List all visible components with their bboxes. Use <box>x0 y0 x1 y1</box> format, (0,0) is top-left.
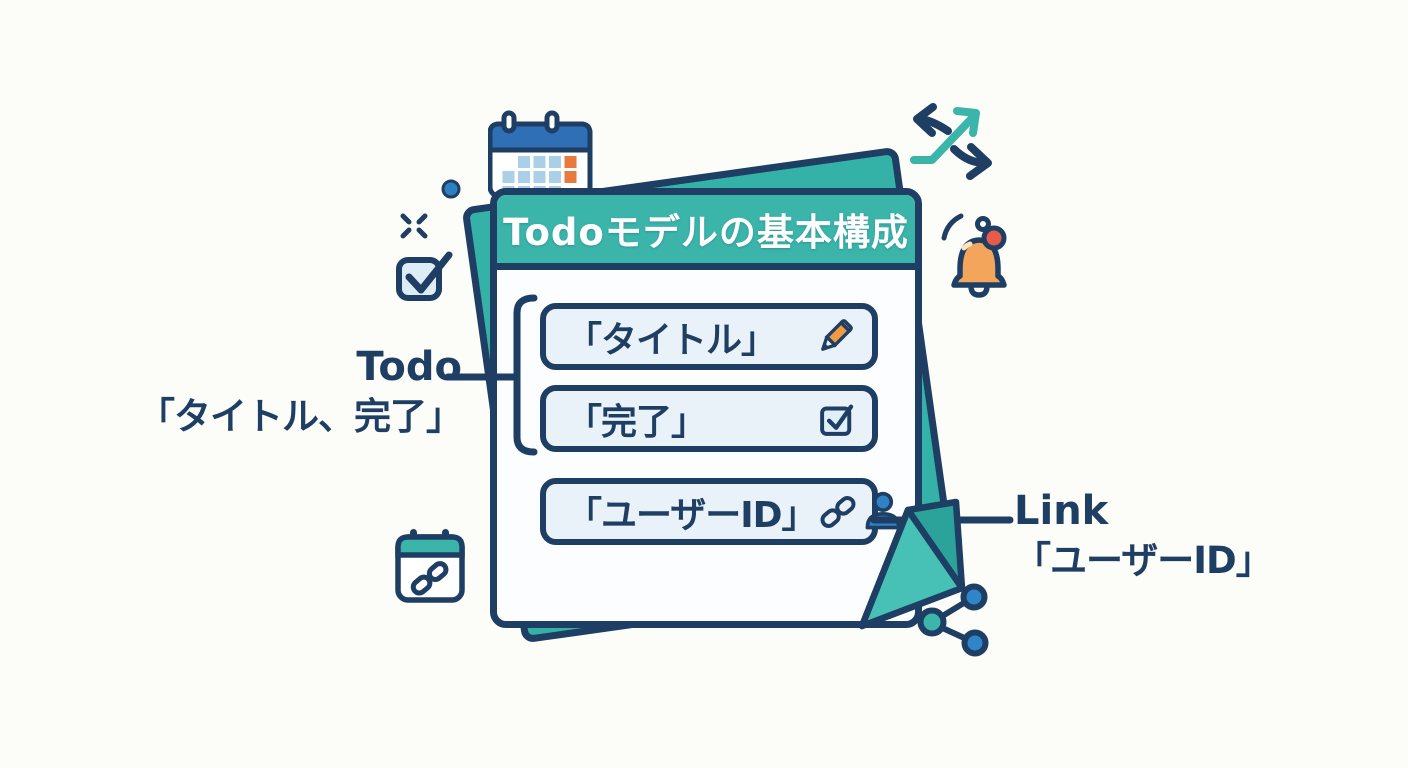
card-header: Todoモデルの基本構成 <box>497 195 915 270</box>
person-icon <box>865 491 900 529</box>
field-title-label: 「タイトル」 <box>566 319 777 361</box>
link-icon <box>820 495 856 528</box>
sparkle-icon <box>400 213 428 239</box>
todo-annotation-fields: 「タイトル、完了」 <box>138 395 463 439</box>
bell-icon <box>941 213 1007 298</box>
field-done-label: 「完了」 <box>566 401 707 443</box>
calendar-link-icon <box>395 529 465 603</box>
card-title: Todoモデルの基本構成 <box>503 211 909 254</box>
calendar-icon <box>488 110 593 196</box>
todo-annotation-title: Todo <box>356 344 462 390</box>
field-userid-label: 「ユーザーID」 <box>566 494 818 536</box>
link-annotation: Link 「ユーザーID」 <box>1014 486 1344 585</box>
field-done: 「完了」 <box>540 385 878 452</box>
dot-icon <box>441 179 461 199</box>
pencil-icon <box>821 318 853 351</box>
field-userid: 「ユーザーID」 <box>540 478 900 545</box>
shuffle-arrows-icon <box>910 103 992 180</box>
checkbox-icon <box>820 404 854 436</box>
field-title: 「タイトル」 <box>540 303 878 370</box>
todo-annotation: Todo 「タイトル、完了」 <box>120 342 463 441</box>
checkbox-icon <box>396 251 453 301</box>
link-annotation-fields: 「ユーザーID」 <box>1014 539 1273 583</box>
link-annotation-title: Link <box>1014 488 1109 534</box>
share-icon <box>917 583 989 657</box>
